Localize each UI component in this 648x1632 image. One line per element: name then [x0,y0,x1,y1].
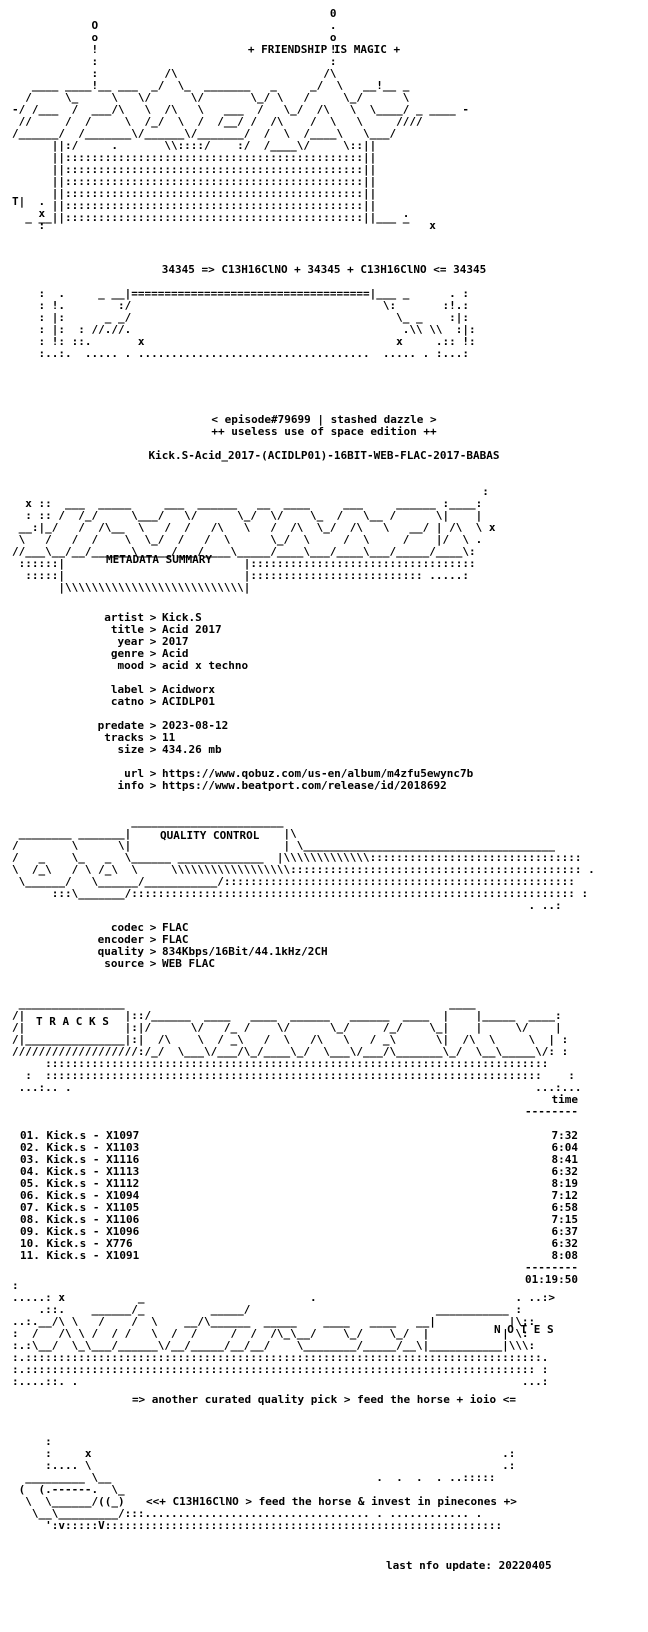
metadata-row: label>Acidworx [110,683,215,696]
track-row: 04. Kick.s - X1113 6:32 [20,1166,578,1178]
track-row: 01. Kick.s - X1097 7:32 [20,1130,578,1142]
metadata-row: artist>Kick.S [104,611,202,624]
header-bottom-art: : . _ __|===============================… [38,288,476,360]
track-time: 6:32 [551,1165,579,1178]
notes-section-title: N O T E S [494,1323,554,1336]
track-time: 6:58 [551,1201,579,1214]
release-name: Kick.S-Acid_2017-(ACIDLP01)-16BIT-WEB-FL… [148,449,500,462]
quality-row: encoder>FLAC [97,933,189,946]
track-time: 8:19 [551,1177,579,1190]
quality-section-title: QUALITY CONTROL [160,829,260,842]
metadata-section-title: METADATA SUMMARY [106,553,212,566]
metadata-row: title>Acid 2017 [110,623,222,636]
quality-row: source>WEB FLAC [104,957,215,970]
metadata-row: tracks>11 [104,731,176,744]
track-time: 6:32 [551,1237,579,1250]
track-name: 07. Kick.s - X1105 [20,1201,140,1214]
metadata-row: genre>Acid [110,647,189,660]
track-time: 7:15 [551,1213,579,1226]
last-update: last nfo update: 20220405 [386,1559,552,1572]
metadata-table: artist>Kick.S title>Acid 2017 year>2017 … [20,611,474,792]
track-name: 01. Kick.s - X1097 [20,1129,140,1142]
track-row: 05. Kick.s - X1112 8:19 [20,1178,578,1190]
track-name: 05. Kick.s - X1112 [20,1177,140,1190]
time-rule: -------- [525,1105,578,1118]
notes-text: => another curated quality pick > feed t… [131,1393,517,1406]
track-row: 07. Kick.s - X1105 6:58 [20,1202,578,1214]
track-time: 6:04 [551,1141,579,1154]
track-name: 10. Kick.s - X776 [20,1237,133,1250]
metadata-row: mood>acid x techno [117,659,249,672]
track-time: 6:37 [551,1225,579,1238]
total-time: 01:19:50 [525,1273,578,1286]
track-row: 09. Kick.s - X1096 6:37 [20,1226,578,1238]
quality-banner-art: _______________________ ________ _______… [12,816,595,912]
header-ascii-art: 0 O . o o ! ! : [12,8,469,224]
track-row: 03. Kick.s - X1116 8:41 [20,1154,578,1166]
track-time: 7:32 [551,1129,579,1142]
metadata-row: predate>2023-08-12 [97,719,229,732]
metadata-row: url>https://www.qobuz.com/us-en/album/m4… [124,767,474,780]
header-title: + FRIENDSHIP IS MAGIC + [247,43,401,56]
formula-line: 34345 => C13H16ClNO + 34345 + C13H16ClNO… [161,263,487,276]
metadata-row: size>434.26 mb [117,743,222,756]
total-rule: -------- [525,1261,578,1274]
metadata-banner-art: : x :: ___ _____ ___ ______ __ ____ ___ … [12,486,496,594]
metadata-row: catno>ACIDLP01 [110,695,215,708]
footer-bottom-art: \__\_________/:::.......................… [31,1508,503,1532]
edition-line: ++ useless use of space edition ++ [211,425,437,438]
episode-line: < episode#79699 | stashed dazzle > [211,413,437,426]
quality-row: codec>FLAC [110,921,189,934]
info-url-link[interactable]: https://www.beatport.com/release/id/2018… [162,779,447,792]
track-name: 09. Kick.s - X1096 [20,1225,140,1238]
track-name: 11. Kick.s - X1091 [20,1249,140,1262]
track-time: 8:41 [551,1153,579,1166]
track-row: 06. Kick.s - X1094 7:12 [20,1190,578,1202]
track-name: 04. Kick.s - X1113 [20,1165,140,1178]
track-row: 02. Kick.s - X1103 6:04 [20,1142,578,1154]
tracklist: time -------- 01. Kick.s - X1097 7:32 02.… [20,1094,578,1286]
track-name: 06. Kick.s - X1094 [20,1189,140,1202]
quality-row: quality>834Kbps/16Bit/44.1kHz/2CH [97,945,328,958]
tracks-section-title: T R A C K S [36,1015,109,1028]
track-time: 7:12 [551,1189,579,1202]
album-url-link[interactable]: https://www.qobuz.com/us-en/album/m4zfu5… [162,767,474,780]
header-side-art: T| . x . : x [12,196,436,232]
track-name: 03. Kick.s - X1116 [20,1153,140,1166]
notes-banner-art: : .....: x _ . . ..:> .::. ______/_ ____… [12,1280,556,1388]
track-row: 08. Kick.s - X1106 7:15 [20,1214,578,1226]
metadata-row: year>2017 [117,635,189,648]
metadata-row: info>https://www.beatport.com/release/id… [117,779,447,792]
tracks-banner-art: ________________ ____ /| |::/______ ____… [12,998,582,1094]
track-name: 08. Kick.s - X1106 [20,1213,140,1226]
track-time: 8:08 [551,1249,579,1262]
time-header: time [551,1093,579,1106]
track-row: 11. Kick.s - X1091 8:08 [20,1250,578,1262]
footer-art: : : x .: :.... \ .: _________ \__ [18,1436,516,1508]
footer-tagline: <<+ C13H16ClNO > feed the horse & invest… [146,1495,517,1508]
quality-table: codec>FLAC encoder>FLAC quality>834Kbps/… [20,922,328,970]
track-name: 02. Kick.s - X1103 [20,1141,140,1154]
track-row: 10. Kick.s - X776 6:32 [20,1238,578,1250]
